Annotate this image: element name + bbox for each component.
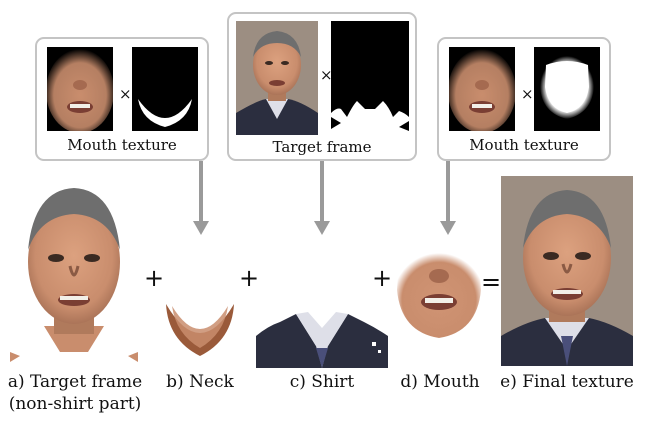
- input-box-target-frame: × Target frame: [227, 12, 417, 161]
- caption-neck: b) Neck: [166, 372, 234, 392]
- shirt-mask-image: [331, 21, 409, 135]
- caption-target-frame-line2: (non-shirt part): [8, 394, 142, 414]
- masked-face-image: [47, 47, 113, 131]
- shirt-image: [256, 312, 388, 368]
- box-label: Target frame: [272, 138, 372, 156]
- caption-final-texture: e) Final texture: [500, 372, 634, 392]
- caption-mouth: d) Mouth: [400, 372, 480, 392]
- caption-shirt: c) Shirt: [289, 372, 355, 392]
- equals-operator: =: [481, 268, 502, 296]
- input-box-mouth-texture-left: × Mouth texture: [35, 37, 209, 161]
- box-label: Mouth texture: [469, 136, 579, 154]
- multiply-symbol: ×: [521, 85, 534, 103]
- multiply-symbol: ×: [119, 85, 132, 103]
- target-frame-non-shirt-image: [10, 176, 138, 362]
- mouth-mask-image: [534, 47, 600, 131]
- multiply-symbol: ×: [320, 66, 333, 84]
- caption-target-frame-line1: a) Target frame: [7, 372, 143, 392]
- mouth-image: [397, 253, 481, 338]
- neck-image: [166, 304, 234, 356]
- plus-operator: +: [239, 264, 260, 292]
- plus-operator: +: [144, 264, 165, 292]
- plus-operator: +: [372, 264, 393, 292]
- final-texture-image: [501, 176, 633, 366]
- masked-face-image: [449, 47, 515, 131]
- box-label: Mouth texture: [67, 136, 177, 154]
- neck-mask-image: [132, 47, 198, 131]
- target-frame-image: [236, 21, 318, 135]
- caption-target-frame: a) Target frame (non-shirt part): [0, 372, 150, 414]
- input-box-mouth-texture-right: × Mouth texture: [437, 37, 611, 161]
